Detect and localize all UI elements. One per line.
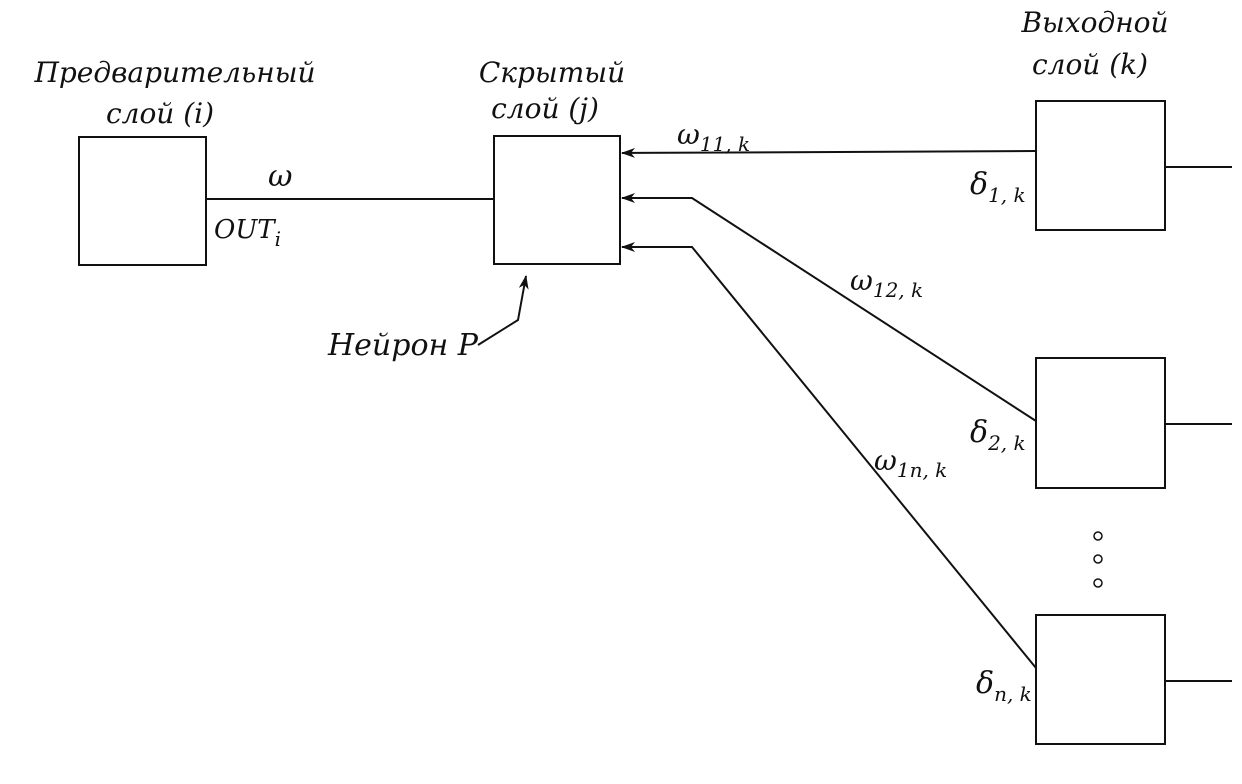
out-label-sub: i [275, 227, 281, 251]
weight-label-w: ω [268, 159, 292, 194]
hidden-layer-title-line2: слой (j) [491, 92, 599, 125]
out-label: OUTi [214, 215, 281, 251]
previous-layer-title-line2: слой (i) [106, 97, 214, 130]
ellipsis-dot-3 [1093, 578, 1103, 588]
weight-label-w11k: ω11, k [677, 118, 750, 156]
output-layer-title-line1: Выходной [1020, 6, 1168, 39]
w12k-main: ω [850, 264, 873, 297]
delta-nk-main: δ [976, 666, 994, 701]
w12k-sub: 12, k [873, 278, 923, 302]
delta-nk-sub: n, k [994, 682, 1032, 706]
output-neuron-n [1035, 614, 1166, 745]
delta-2k-main: δ [970, 415, 988, 450]
connection-outputn-to-hidden [621, 242, 1037, 669]
ellipsis-dot-2 [1093, 554, 1103, 564]
weight-label-w1nk: ω1n, k [874, 444, 947, 482]
neuron-p-label: Нейрон P [327, 328, 479, 363]
delta-label-1k: δ1, k [970, 167, 1026, 207]
w11k-main: ω [677, 118, 700, 151]
hidden-layer-neuron [493, 135, 621, 265]
out-label-main: OUT [214, 215, 276, 245]
neuron-p-pointer [477, 275, 529, 346]
output-neuron-2 [1035, 357, 1166, 489]
delta-1k-sub: 1, k [988, 183, 1026, 207]
output-layer-title-line2: слой (k) [1032, 48, 1148, 81]
w1nk-sub: 1n, k [897, 458, 947, 482]
w1nk-main: ω [874, 444, 897, 477]
output-neuron-1 [1035, 100, 1166, 231]
delta-2k-sub: 2, k [987, 431, 1026, 455]
connection-output1-to-hidden [621, 147, 1037, 158]
previous-layer-neuron [78, 136, 207, 266]
ellipsis-dot-1 [1093, 531, 1103, 541]
connection-output2-to-hidden [621, 193, 1037, 422]
previous-layer-title-line1: Предварительный [33, 56, 315, 89]
delta-label-2k: δ2, k [970, 415, 1026, 455]
delta-1k-main: δ [970, 167, 988, 202]
weight-label-w12k: ω12, k [850, 264, 923, 302]
w11k-sub: 11, k [700, 132, 750, 156]
hidden-layer-title-line1: Скрытый [479, 56, 625, 89]
delta-label-nk: δn, k [976, 666, 1032, 706]
